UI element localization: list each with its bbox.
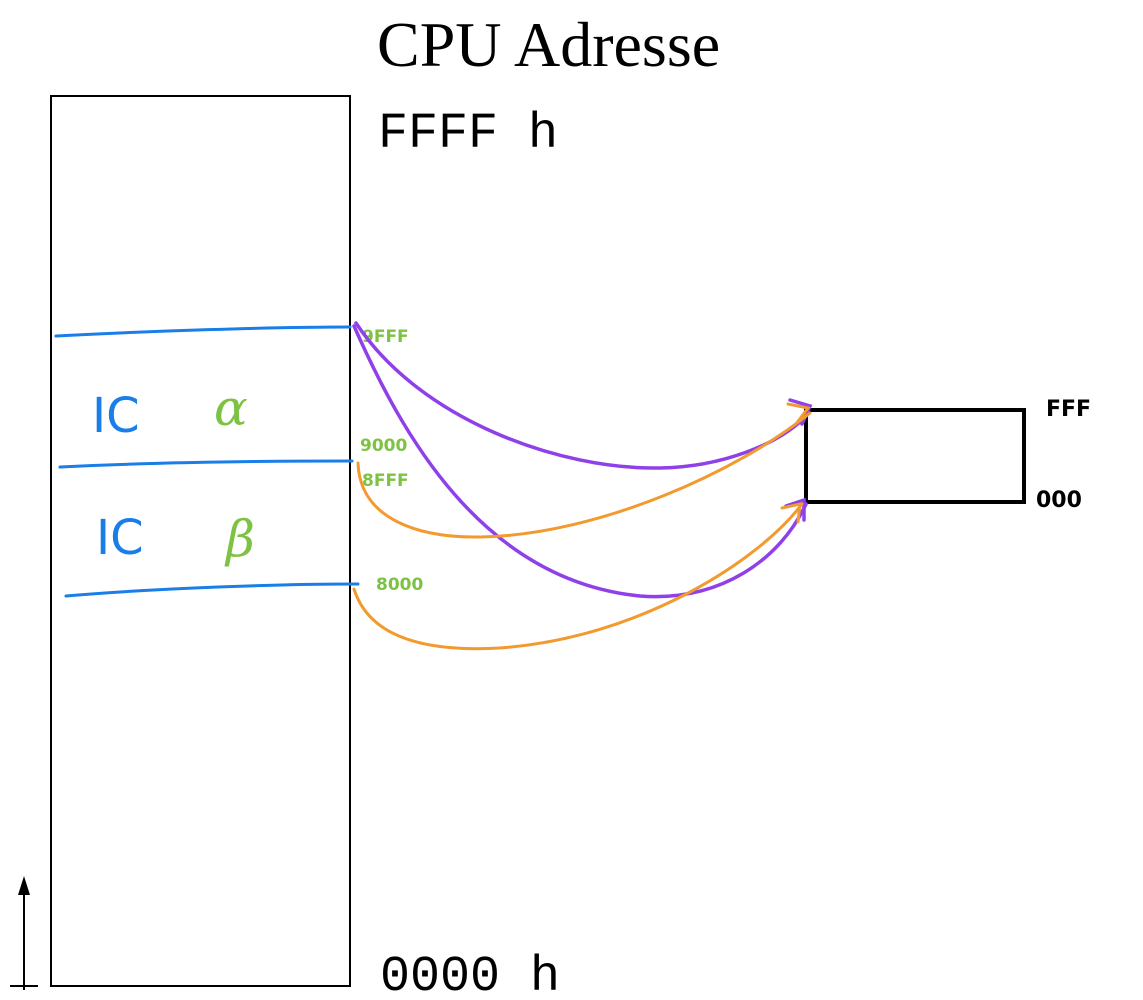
ic-alpha-text: IC <box>92 388 140 444</box>
orange-arrowhead-top <box>786 402 811 426</box>
region-boundary-9fff <box>54 325 352 338</box>
title: CPU Adresse <box>377 9 720 80</box>
cpu-address-space-box <box>50 95 351 987</box>
ic-top-address: FFF <box>1046 397 1091 422</box>
address-direction-arrow <box>10 876 38 990</box>
address-label-9000: 9000 <box>360 436 407 456</box>
mapping-8fff-to-fff <box>356 411 812 539</box>
cpu-top-address: FFFF h <box>378 106 558 163</box>
mapping-8000-to-000 <box>352 502 804 651</box>
address-label-8000: 8000 <box>376 575 423 595</box>
region-boundary-9000 <box>58 459 354 469</box>
address-label-8fff: 8FFF <box>362 471 409 491</box>
cpu-bottom-address: 0000 h <box>380 949 560 1000</box>
mapping-9fff-to-fff <box>354 321 810 470</box>
orange-arrowhead-bottom <box>780 502 802 524</box>
mapping-9000-to-000 <box>352 324 808 599</box>
ic-beta-label: IC β <box>96 510 255 568</box>
address-label-9fff: 9FFF <box>362 327 409 347</box>
ic-beta-text: IC <box>96 510 144 566</box>
alpha-symbol: α <box>214 379 248 437</box>
beta-symbol: β <box>224 510 255 568</box>
ic-memory-box <box>804 408 1026 504</box>
ic-bottom-address: 000 <box>1036 488 1082 513</box>
ic-beta-mapping-arrows <box>352 402 812 651</box>
ic-alpha-label: IC α <box>92 379 248 444</box>
purple-arrowhead-bottom <box>784 497 806 522</box>
region-boundary-8000 <box>64 582 360 598</box>
